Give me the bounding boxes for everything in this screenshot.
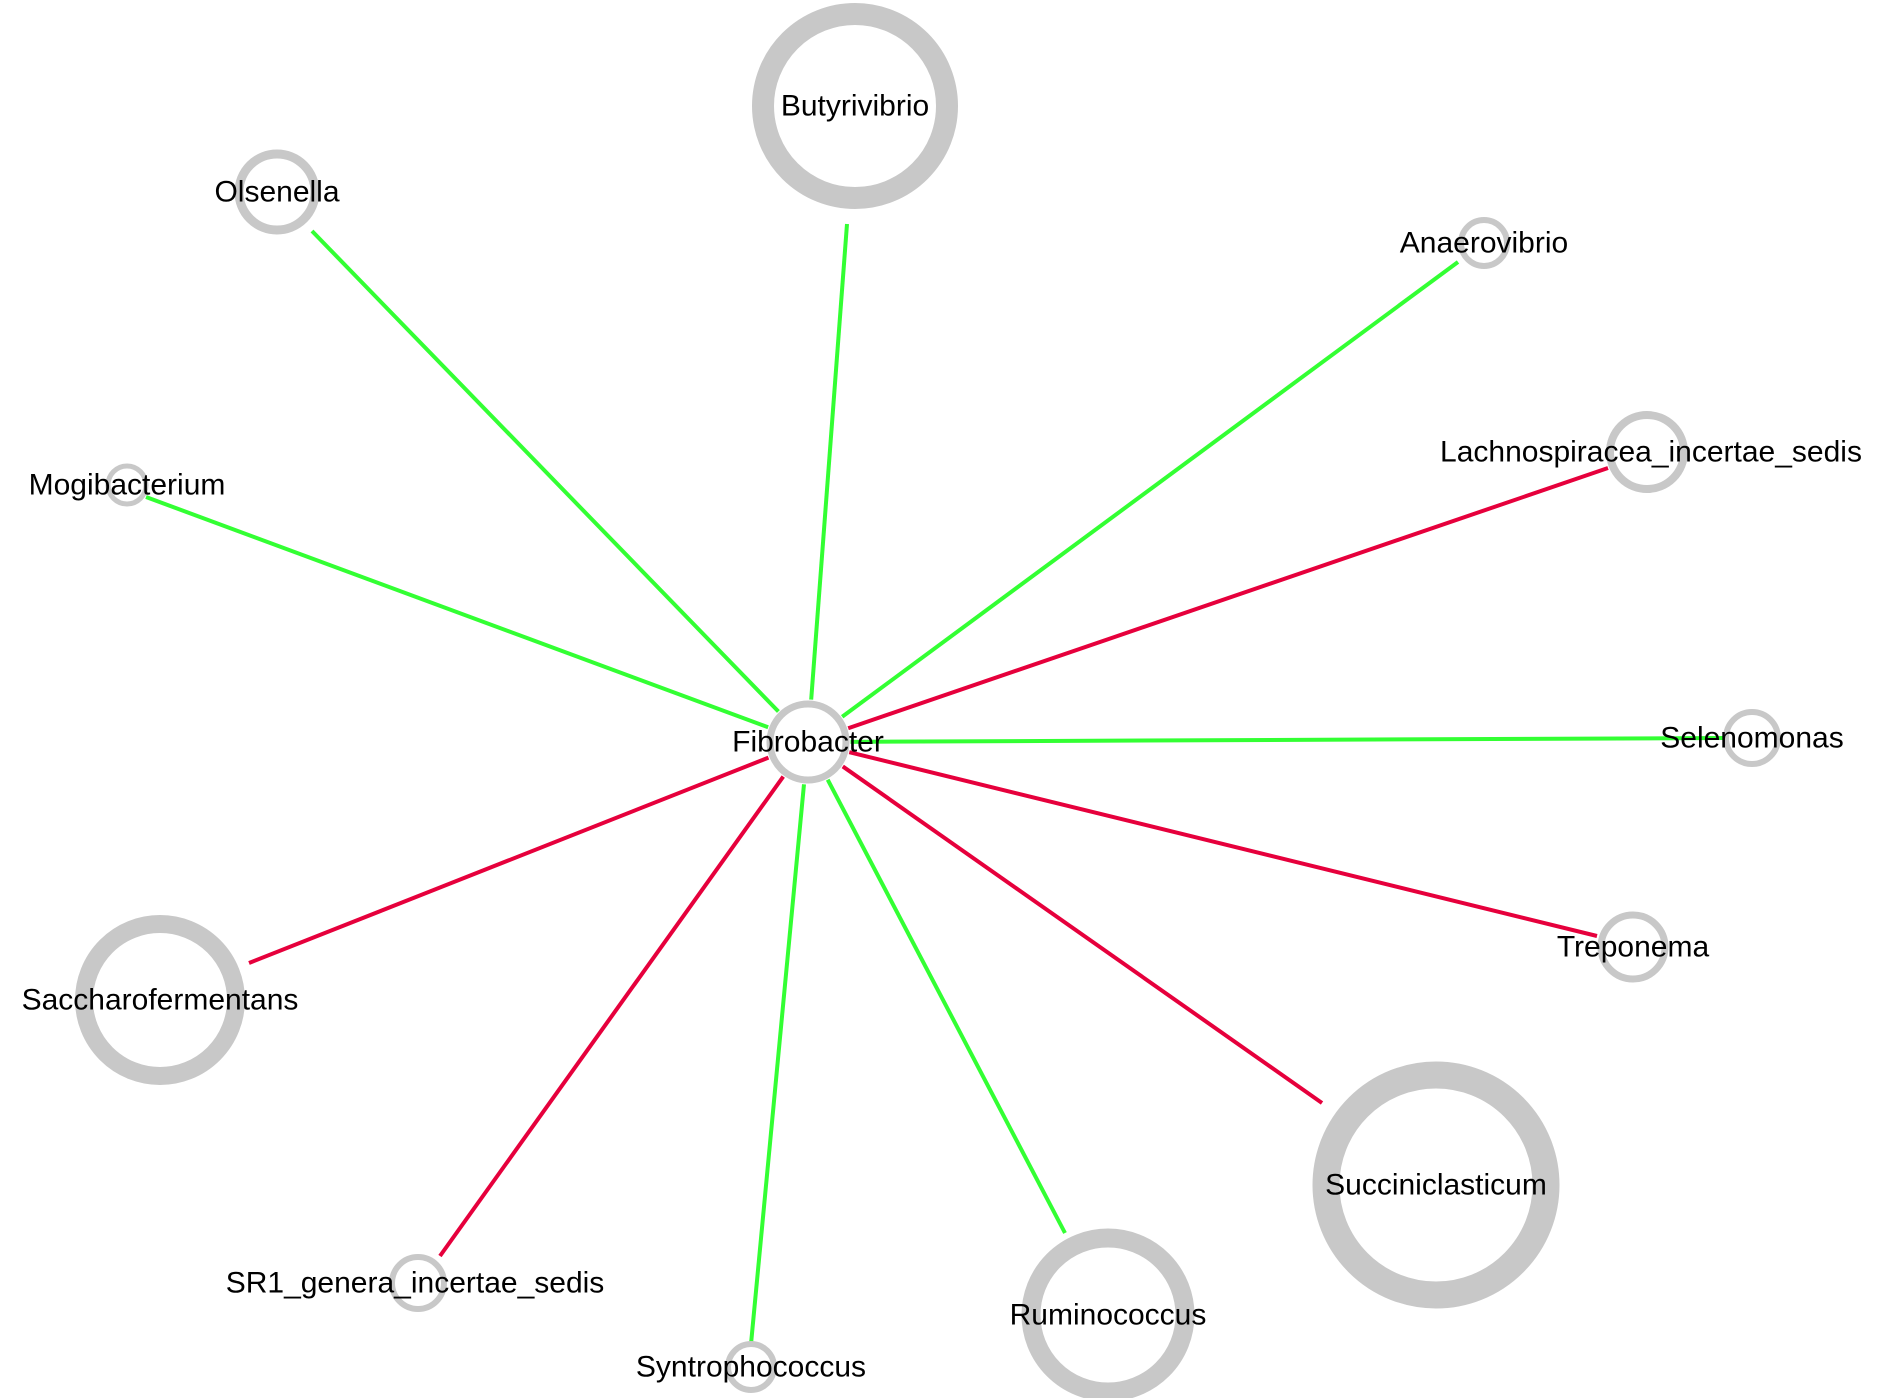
node-label-sr1-genera-incertae-sedis: SR1_genera_incertae_sedis [226, 1267, 605, 1300]
edge-layer [145, 223, 1725, 1345]
node-ring-syntrophococcus [725, 1341, 777, 1393]
edge-fibrobacter-succiniclasticum [841, 764, 1324, 1105]
node-lachnospiracea-incertae-sedis: Lachnospiracea_incertae_sedis [1440, 411, 1862, 493]
node-ring-anaerovibrio [1458, 217, 1510, 269]
node-label-anaerovibrio: Anaerovibrio [1400, 227, 1568, 260]
edge-fibrobacter-saccharofermentans [248, 755, 770, 965]
node-olsenella: Olsenella [214, 149, 340, 235]
node-ring-succiniclasticum [1312, 1061, 1560, 1309]
node-label-butyrivibrio: Butyrivibrio [781, 90, 929, 123]
node-sr1-genera-incertae-sedis: SR1_genera_incertae_sedis [226, 1254, 605, 1312]
edge-fibrobacter-selenomonas [850, 736, 1725, 744]
node-label-syntrophococcus: Syntrophococcus [636, 1351, 866, 1384]
edge-fibrobacter-lachnospiracea-incertae-sedis [847, 466, 1609, 731]
edge-fibrobacter-mogibacterium [145, 495, 769, 730]
node-label-treponema: Treponema [1557, 931, 1710, 964]
edge-fibrobacter-ruminococcus [825, 778, 1067, 1234]
node-ring-butyrivibrio [752, 3, 958, 209]
node-ruminococcus: Ruminococcus [1010, 1228, 1207, 1398]
node-label-ruminococcus: Ruminococcus [1010, 1299, 1207, 1332]
node-ring-lachnospiracea-incertae-sedis [1606, 411, 1688, 493]
node-selenomonas: Selenomonas [1660, 709, 1844, 767]
node-label-saccharofermentans: Saccharofermentans [22, 984, 299, 1017]
node-ring-olsenella [234, 149, 320, 235]
node-ring-selenomonas [1723, 709, 1781, 767]
node-label-selenomonas: Selenomonas [1660, 722, 1843, 755]
node-mogibacterium: Mogibacterium [29, 463, 226, 507]
node-anaerovibrio: Anaerovibrio [1400, 217, 1568, 269]
node-ring-ruminococcus [1021, 1228, 1195, 1398]
node-butyrivibrio: Butyrivibrio [752, 3, 958, 209]
node-label-succiniclasticum: Succiniclasticum [1325, 1169, 1547, 1202]
edge-fibrobacter-olsenella [310, 229, 780, 713]
edge-fibrobacter-syntrophococcus [749, 784, 806, 1345]
node-label-mogibacterium: Mogibacterium [29, 469, 226, 502]
node-ring-sr1-genera-incertae-sedis [389, 1254, 447, 1312]
node-label-olsenella: Olsenella [214, 176, 339, 209]
node-succiniclasticum: Succiniclasticum [1312, 1061, 1560, 1309]
edge-fibrobacter-anaerovibrio [841, 260, 1460, 719]
node-treponema: Treponema [1557, 911, 1710, 983]
hub-node-ring [766, 700, 850, 784]
hub-node-label: Fibrobacter [732, 726, 884, 759]
edge-fibrobacter-butyrivibrio [809, 223, 849, 700]
node-ring-treponema [1597, 911, 1669, 983]
edge-fibrobacter-sr1-genera-incertae-sedis [438, 775, 785, 1258]
node-saccharofermentans: Saccharofermentans [22, 915, 299, 1085]
node-label-lachnospiracea-incertae-sedis: Lachnospiracea_incertae_sedis [1440, 436, 1862, 469]
node-layer: ButyrivibrioOlsenellaAnaerovibrioLachnos… [22, 3, 1862, 1398]
hub-node: Fibrobacter [732, 700, 884, 784]
node-syntrophococcus: Syntrophococcus [636, 1341, 866, 1393]
node-ring-mogibacterium [105, 463, 149, 507]
node-ring-saccharofermentans [75, 915, 245, 1085]
edge-fibrobacter-treponema [848, 750, 1598, 938]
